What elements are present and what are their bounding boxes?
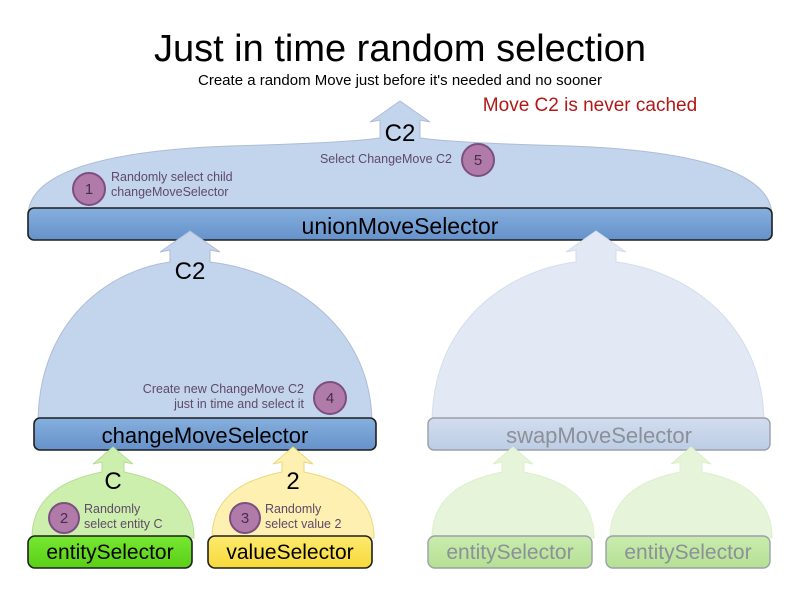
step-1-line-2: changeMoveSelector [111,185,229,199]
step-2-line-1: Randomly [84,502,141,516]
bar-entity-selector-change [27,535,193,569]
funnel-change-to-union [37,230,373,425]
step-3-badge-number: 3 [240,510,250,527]
bar-change-move-selector [33,417,377,451]
bar-value-selector-change [207,535,373,569]
step-4-line-2: just in time and select it [174,397,304,411]
move-label-entity-out: C [104,468,122,495]
step-badge-4 [313,381,347,415]
step-3-line-2: select value 2 [265,517,342,531]
move-label-union-to-change: C2 [174,258,206,285]
step-5-line-1: Select ChangeMove C2 [319,152,452,166]
step-1-line-1: Randomly select child [111,170,233,184]
label-entity-selector-swap-1[interactable]: entitySelector [446,541,574,564]
bar-entity-selector-swap-1 [427,535,593,569]
step-4-line-1: Create new ChangeMove C2 [142,382,304,396]
step-4-note: Create new ChangeMove C2 just in time an… [100,382,304,412]
step-5-badge-number: 5 [473,152,483,169]
bar-entity-selector-swap-2 [605,535,771,569]
label-value-selector-change[interactable]: valueSelector [226,541,354,564]
step-1-badge-number: 1 [84,181,94,198]
step-2-badge-number: 2 [59,510,69,527]
move-label-union-output: C2 [384,120,416,147]
step-badge-2 [48,502,80,534]
step-3-line-1: Randomly [265,502,322,516]
funnel-entity-swap2-to-swap [609,446,773,539]
step-2-line-2: select entity C [84,517,163,531]
funnel-swap-to-union [431,230,765,425]
step-badge-3 [229,502,261,534]
step-2-note: Randomly select entity C [84,502,204,532]
label-entity-selector-swap-2[interactable]: entitySelector [624,541,752,564]
label-union-move-selector[interactable]: unionMoveSelector [301,213,499,239]
funnel-entity-swap1-to-swap [431,446,595,539]
move-label-value-out: 2 [286,468,300,495]
step-badge-5 [461,143,495,177]
bar-union-move-selector [27,207,773,241]
page-subtitle: Create a random Move just before it's ne… [198,72,602,89]
step-badge-1 [72,172,106,206]
step-3-note: Randomly select value 2 [265,502,385,532]
bar-swap-move-selector [427,417,771,451]
step-1-note: Randomly select child changeMoveSelector [111,170,331,200]
label-change-move-selector[interactable]: changeMoveSelector [101,423,309,448]
label-swap-move-selector[interactable]: swapMoveSelector [506,423,692,448]
funnel-union-output [27,100,773,217]
label-entity-selector-change[interactable]: entitySelector [46,541,174,564]
step-5-note: Select ChangeMove C2 [252,152,452,167]
page-title: Just in time random selection [153,28,647,70]
never-cached-warning: Move C2 is never cached [482,95,698,116]
step-4-badge-number: 4 [325,390,335,407]
